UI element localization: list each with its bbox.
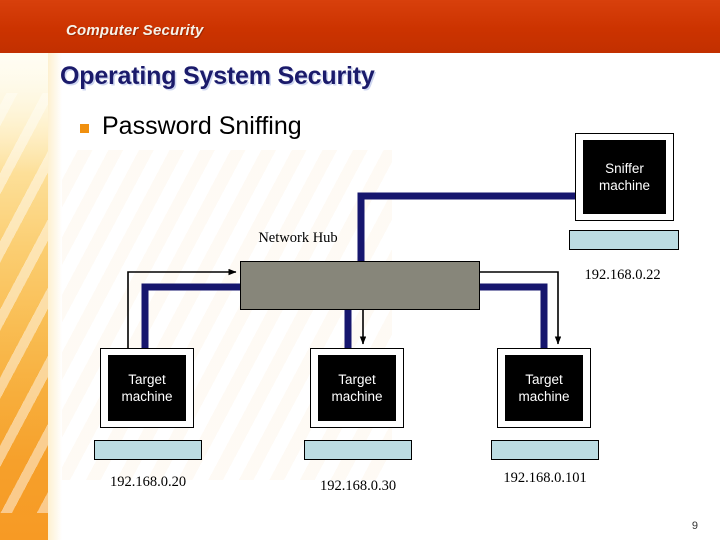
- band-top-fade: [0, 53, 48, 173]
- arrow-target1-to-hub: [127, 268, 237, 350]
- sniffer-machine-ip: 192.168.0.22: [584, 267, 661, 283]
- target-machine-2-screen: Target machine: [318, 355, 396, 421]
- network-hub: [240, 261, 480, 310]
- target-machine-2-ip: 192.168.0.30: [319, 478, 397, 494]
- target-machine-3-keyboard: [491, 440, 599, 460]
- target-machine-1-keyboard: [94, 440, 202, 460]
- square-bullet-icon: [80, 124, 89, 133]
- target-machine-1-label-line1: Target: [128, 371, 166, 387]
- target-machine-1-screen: Target machine: [108, 355, 186, 421]
- arrow-hub-to-target3: [480, 271, 562, 345]
- cable-hub-to-sniffer: [357, 192, 578, 262]
- page-number: 9: [691, 520, 698, 532]
- header-banner: Computer Security: [0, 0, 720, 53]
- target-machine-2-monitor[interactable]: Target machine: [310, 348, 404, 428]
- target-machine-1-label-line2: machine: [121, 389, 173, 404]
- target-machine-3-label-line2: machine: [518, 389, 570, 404]
- target-machine-3-screen: Target machine: [505, 355, 583, 421]
- sniffer-machine-monitor[interactable]: Sniffer machine: [575, 133, 674, 221]
- band-edge-gradient: [48, 53, 62, 540]
- slide-title: Operating System Security: [60, 62, 375, 90]
- cable-hub-to-target-1: [141, 283, 242, 350]
- target-machine-3-monitor[interactable]: Target machine: [497, 348, 591, 428]
- cable-hub-to-target-3: [478, 283, 548, 350]
- target-machine-2-keyboard: [304, 440, 412, 460]
- bullet-text: Password Sniffing: [102, 112, 302, 140]
- header-title: Computer Security: [66, 22, 204, 39]
- sniffer-machine-label-line1: Sniffer: [605, 160, 644, 176]
- target-machine-2-label-line2: machine: [331, 389, 383, 404]
- sniffer-machine-label-line2: machine: [598, 178, 651, 193]
- target-machine-3-label-line1: Target: [525, 371, 563, 387]
- decorative-left-band: [0, 53, 48, 540]
- sniffer-machine-keyboard: [569, 230, 679, 250]
- target-machine-3-ip: 192.168.0.101: [503, 470, 587, 486]
- target-machine-1-ip: 192.168.0.20: [109, 474, 187, 490]
- bullet-row: Password Sniffing: [80, 112, 302, 141]
- network-hub-label: Network Hub: [258, 230, 338, 246]
- target-machine-2-label-line1: Target: [338, 371, 376, 387]
- target-machine-1-monitor[interactable]: Target machine: [100, 348, 194, 428]
- sniffer-machine-screen: Sniffer machine: [583, 140, 666, 214]
